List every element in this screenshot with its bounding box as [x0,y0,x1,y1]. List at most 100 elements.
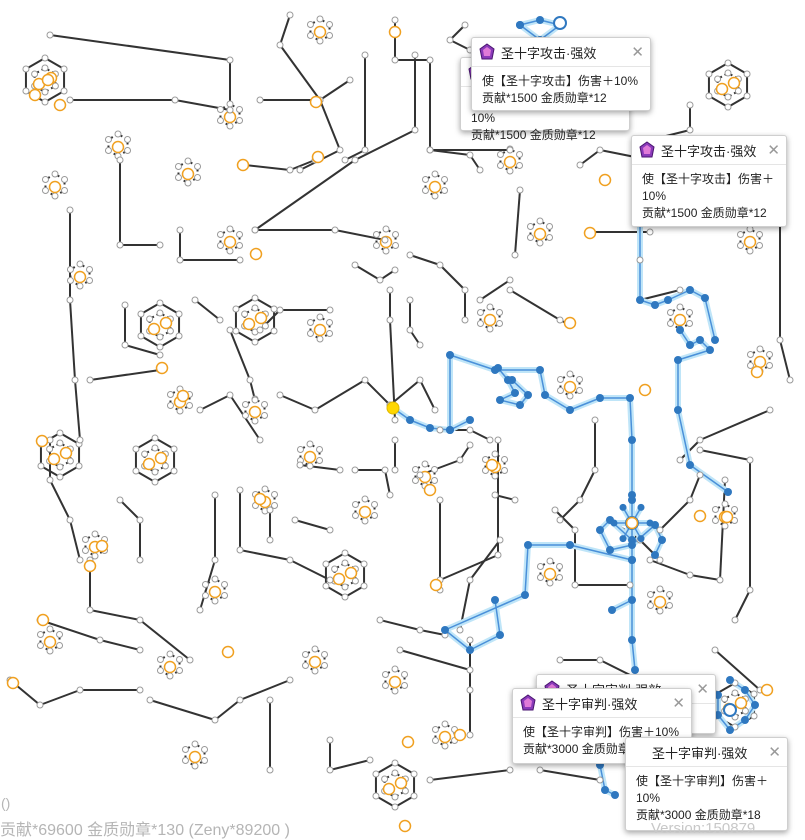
skill-node[interactable] [724,103,732,111]
skill-node[interactable] [426,146,434,154]
skill-node[interactable] [96,636,104,644]
skill-node[interactable] [316,15,324,23]
skill-node[interactable] [46,647,54,655]
skill-node[interactable] [526,234,534,241]
skill-node[interactable] [406,326,414,334]
skill-node[interactable] [216,117,224,124]
skill-node[interactable] [266,536,274,544]
skill-node-active[interactable] [566,541,574,549]
close-icon[interactable]: ✕ [672,694,685,712]
skill-node[interactable] [734,87,742,95]
skill-node-active[interactable] [741,686,749,694]
skill-node[interactable] [266,506,274,514]
skill-node-major[interactable] [543,567,557,581]
skill-node[interactable] [236,256,244,264]
skill-node[interactable] [104,136,112,143]
skill-node[interactable] [536,217,544,225]
skill-node[interactable] [721,522,729,530]
skill-node[interactable] [341,593,349,601]
skill-node[interactable] [311,667,319,675]
skill-node[interactable] [251,304,259,312]
skill-node-active[interactable] [611,791,619,799]
skill-node[interactable] [186,656,194,664]
close-icon[interactable]: ✕ [767,141,780,159]
skill-node[interactable] [705,70,713,78]
skill-node-active[interactable] [496,396,504,404]
skill-node[interactable] [56,642,64,649]
skill-node-active[interactable] [491,596,499,604]
skill-node[interactable] [416,626,424,634]
skill-node[interactable] [721,476,729,484]
skill-node[interactable] [291,516,299,524]
skill-node-active[interactable] [536,16,544,24]
skill-node[interactable] [416,341,424,349]
skill-node-active[interactable] [751,701,759,709]
skill-node[interactable] [221,581,229,588]
skill-node[interactable] [436,426,444,434]
skill-node[interactable] [501,467,509,474]
skill-node-active[interactable] [741,716,749,724]
skill-node[interactable] [596,776,604,784]
skill-node[interactable] [251,338,259,346]
skill-node[interactable] [226,391,234,399]
skill-node[interactable] [174,174,182,181]
skill-node[interactable] [46,625,54,633]
skill-node-active[interactable] [631,666,639,674]
skill-node-active[interactable] [426,424,434,432]
skill-node[interactable] [136,686,144,694]
skill-node[interactable] [351,156,359,164]
skill-node[interactable] [201,746,209,753]
skill-node-active[interactable] [724,488,732,496]
skill-node[interactable] [232,327,240,335]
skill-node[interactable] [476,309,484,316]
skill-node[interactable] [226,122,234,130]
skill-node[interactable] [66,277,74,284]
skill-node[interactable] [236,231,244,238]
skill-node[interactable] [391,803,399,811]
skill-node[interactable] [194,163,202,170]
skill-node[interactable] [386,316,394,324]
skill-node-major[interactable] [155,361,169,375]
skill-node-major[interactable] [147,322,161,336]
skill-node[interactable] [151,468,159,476]
skill-node-major[interactable] [382,782,396,796]
skill-node[interactable] [261,412,269,419]
skill-node[interactable] [266,766,274,774]
skill-node-major[interactable] [388,675,402,689]
skill-node[interactable] [175,332,183,340]
skill-node[interactable] [321,651,329,658]
skill-node-major[interactable] [242,317,256,331]
skill-node[interactable] [326,526,334,534]
skill-node[interactable] [176,256,184,264]
skill-node[interactable] [246,376,254,384]
skill-node[interactable] [271,502,279,509]
skill-node[interactable] [421,187,429,194]
skill-node-active[interactable] [711,336,719,344]
skill-node[interactable] [556,516,564,524]
skill-node-active[interactable] [628,636,636,644]
skill-node[interactable] [636,256,644,264]
skill-node[interactable] [556,574,564,581]
skill-node[interactable] [416,376,424,384]
skill-node[interactable] [576,496,584,504]
skill-node[interactable] [466,441,474,449]
skill-node[interactable] [226,225,234,233]
skill-node[interactable] [326,319,334,326]
skill-node[interactable] [331,226,339,234]
skill-node[interactable] [276,41,284,49]
skill-node[interactable] [441,720,449,728]
skill-node[interactable] [566,392,574,400]
skill-node-major[interactable] [223,235,237,249]
skill-node[interactable] [721,500,729,508]
skill-node[interactable] [441,187,449,194]
skill-node[interactable] [270,305,278,313]
skill-node[interactable] [571,526,579,534]
skill-node[interactable] [746,247,754,255]
skill-node-active[interactable] [511,389,519,397]
skill-node-major[interactable] [254,311,268,325]
skill-node[interactable] [61,187,69,194]
skill-node[interactable] [251,396,259,404]
skill-node[interactable] [411,51,419,59]
skill-node[interactable] [211,716,219,724]
skill-node[interactable] [411,126,419,134]
